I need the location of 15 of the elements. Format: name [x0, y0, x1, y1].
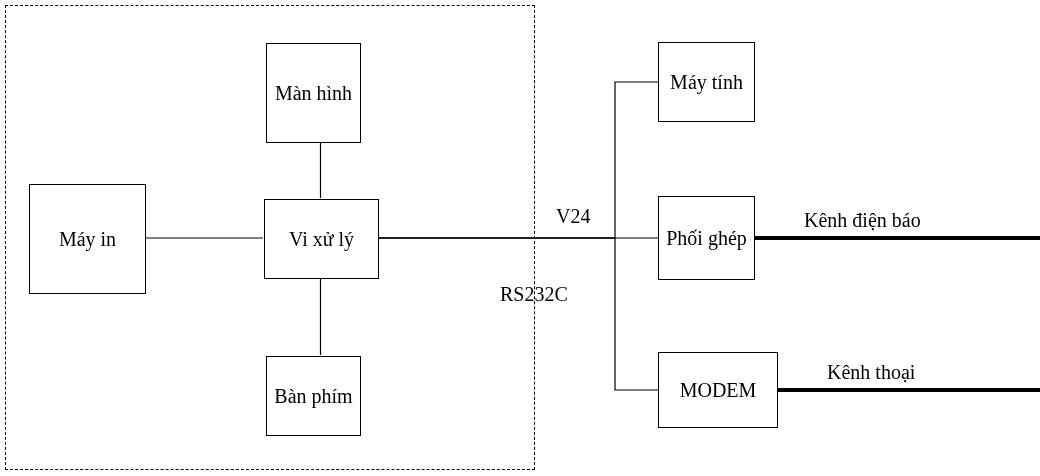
connector-line [319, 277, 322, 356]
connector-line [377, 237, 659, 391]
process-box: Máy tính [658, 42, 755, 122]
connector-line [319, 141, 322, 199]
connector-line [778, 388, 1040, 392]
process-box: Vi xử lý [264, 199, 379, 279]
process-box: Bàn phím [266, 356, 361, 436]
signal-label: V24 [556, 206, 591, 226]
process-box: Máy in [29, 184, 146, 294]
signal-label: RS232C [500, 284, 568, 304]
process-box: MODEM [658, 352, 778, 428]
connector-line [755, 236, 1040, 240]
connector-line [144, 237, 264, 239]
process-box: Màn hình [266, 43, 361, 143]
process-box: Phối ghép [658, 196, 755, 280]
